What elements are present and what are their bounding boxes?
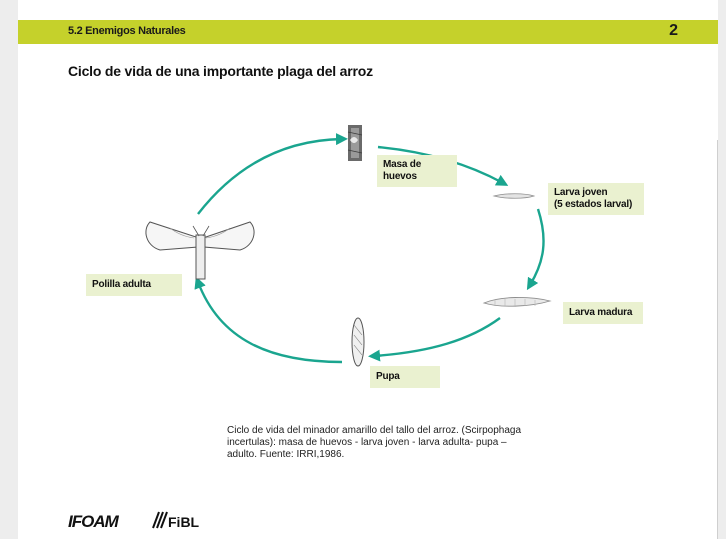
right-divider — [717, 140, 718, 539]
stage-label-young-larva: Larva joven (5 estados larval) — [548, 183, 644, 215]
arrow-young-to-mature-larva — [526, 208, 545, 291]
header-bar: 5.2 Enemigos Naturales 2 — [18, 20, 718, 44]
young-larva-icon — [492, 193, 536, 199]
caption-line: adulto. Fuente: IRRI,1986. — [227, 449, 345, 460]
slide-title: Ciclo de vida de una importante plaga de… — [68, 63, 373, 79]
stage-label-egg-mass: Masa de huevos — [377, 155, 457, 187]
arrow-moth-to-eggs — [197, 133, 348, 215]
stage-label-adult-moth: Polilla adulta — [86, 274, 182, 296]
arrow-pupa-to-moth — [194, 276, 343, 364]
fibl-logo: FiBL — [168, 514, 200, 530]
pupa-icon — [351, 317, 365, 367]
right-margin-strip — [718, 0, 726, 539]
stage-label-pupa: Pupa — [370, 366, 440, 388]
stage-label-line: huevos — [383, 171, 417, 182]
figure-caption: Ciclo de vida del minador amarillo del t… — [227, 425, 587, 461]
fibl-logo-mark-icon — [152, 511, 168, 529]
stage-label-line: (5 estados larval) — [554, 199, 633, 210]
stage-label-line: Pupa — [376, 371, 400, 382]
caption-line: incertulas): masa de huevos - larva jove… — [227, 437, 507, 448]
ifoam-logo: IFOAM — [68, 512, 119, 531]
section-title: 5.2 Enemigos Naturales — [68, 25, 186, 37]
left-margin-strip — [0, 0, 18, 539]
page-number: 2 — [669, 22, 678, 39]
stage-label-line: Larva joven — [554, 187, 608, 198]
stage-label-line: Larva madura — [569, 307, 633, 318]
arrow-mature-larva-to-pupa — [368, 317, 501, 362]
caption-line: Ciclo de vida del minador amarillo del t… — [227, 425, 522, 436]
mature-larva-icon — [482, 297, 552, 307]
stage-label-line: Polilla adulta — [92, 279, 151, 290]
egg-mass-icon — [347, 125, 363, 161]
stage-label-line: Masa de — [383, 159, 422, 170]
stage-label-mature-larva: Larva madura — [563, 302, 643, 324]
adult-moth-icon — [145, 221, 255, 280]
